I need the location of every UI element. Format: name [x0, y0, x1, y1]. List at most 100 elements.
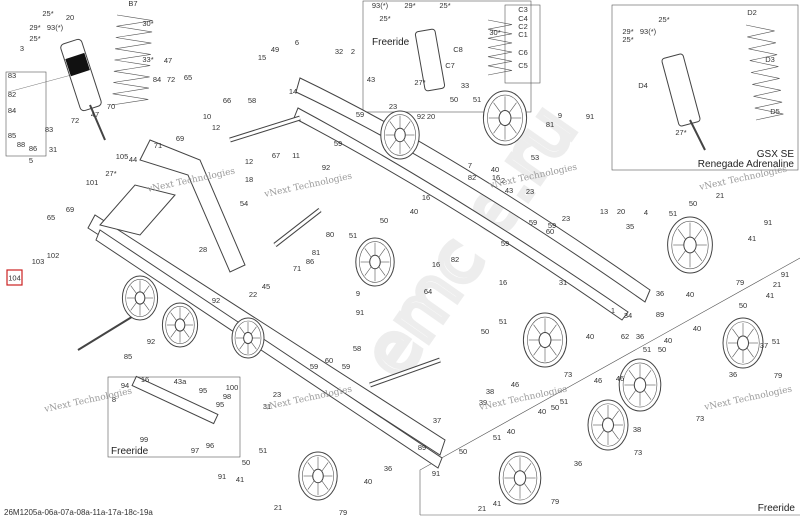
callout-7[interactable]: 7: [468, 161, 472, 170]
callout-c1[interactable]: C1: [518, 30, 528, 39]
callout-16[interactable]: 16: [141, 375, 149, 384]
callout-83[interactable]: 83: [45, 125, 53, 134]
callout-59[interactable]: 59: [342, 362, 350, 371]
callout-95[interactable]: 95: [216, 400, 224, 409]
callout-92[interactable]: 92: [322, 163, 330, 172]
callout-92[interactable]: 92: [417, 112, 425, 121]
callout-40[interactable]: 40: [491, 165, 499, 174]
callout-70[interactable]: 70: [107, 102, 115, 111]
callout-89[interactable]: 89: [418, 443, 426, 452]
callout-36[interactable]: 36: [729, 370, 737, 379]
callout-93[interactable]: 93(*): [640, 27, 657, 36]
callout-20[interactable]: 20: [66, 13, 74, 22]
callout-59[interactable]: 59: [548, 221, 556, 230]
callout-85[interactable]: 85: [8, 131, 16, 140]
callout-21[interactable]: 21: [773, 280, 781, 289]
callout-79[interactable]: 79: [736, 278, 744, 287]
callout-82[interactable]: 82: [468, 173, 476, 182]
callout-8[interactable]: 8: [112, 395, 116, 404]
callout-81[interactable]: 81: [546, 120, 554, 129]
callout-50[interactable]: 50: [689, 199, 697, 208]
callout-80[interactable]: 80: [326, 230, 334, 239]
callout-46[interactable]: 46: [594, 376, 602, 385]
callout-50[interactable]: 50: [551, 403, 559, 412]
callout-c2[interactable]: C2: [518, 22, 528, 31]
callout-23[interactable]: 23: [273, 390, 281, 399]
callout-c8[interactable]: C8: [453, 45, 463, 54]
callout-50[interactable]: 50: [658, 345, 666, 354]
callout-59[interactable]: 59: [310, 362, 318, 371]
callout-39[interactable]: 39: [479, 398, 487, 407]
callout-2[interactable]: 2: [351, 47, 355, 56]
callout-82[interactable]: 82: [8, 90, 16, 99]
callout-c6[interactable]: C6: [518, 48, 528, 57]
callout-21[interactable]: 21: [274, 503, 282, 512]
callout-23[interactable]: 23: [389, 102, 397, 111]
callout-62[interactable]: 62: [621, 332, 629, 341]
callout-51[interactable]: 51: [259, 446, 267, 455]
callout-97[interactable]: 97: [191, 446, 199, 455]
callout-73[interactable]: 73: [634, 448, 642, 457]
callout-50[interactable]: 50: [242, 458, 250, 467]
callout-c4[interactable]: C4: [518, 14, 528, 23]
callout-30[interactable]: 30*: [489, 28, 500, 37]
callout-16[interactable]: 16: [422, 193, 430, 202]
callout-11[interactable]: 11: [292, 151, 300, 160]
callout-82[interactable]: 82: [451, 255, 459, 264]
callout-27[interactable]: 27*: [414, 78, 425, 87]
callout-95[interactable]: 95: [199, 386, 207, 395]
callout-6[interactable]: 6: [295, 38, 299, 47]
callout-31[interactable]: 31: [559, 278, 567, 287]
callout-91[interactable]: 91: [586, 112, 594, 121]
callout-43a[interactable]: 43a: [174, 377, 187, 386]
callout-59[interactable]: 59: [501, 239, 509, 248]
callout-50[interactable]: 50: [459, 447, 467, 456]
callout-15[interactable]: 15: [258, 53, 266, 62]
callout-99[interactable]: 99: [140, 435, 148, 444]
callout-31[interactable]: 31: [49, 145, 57, 154]
callout-31[interactable]: 31: [263, 402, 271, 411]
callout-46[interactable]: 46: [511, 380, 519, 389]
callout-38[interactable]: 38: [486, 387, 494, 396]
callout-45[interactable]: 45: [262, 282, 270, 291]
callout-72[interactable]: 72: [167, 75, 175, 84]
callout-51[interactable]: 51: [669, 209, 677, 218]
callout-59[interactable]: 59: [334, 139, 342, 148]
callout-23[interactable]: 23: [526, 187, 534, 196]
callout-b7[interactable]: B7: [128, 0, 137, 8]
callout-d3[interactable]: D3: [765, 55, 775, 64]
callout-50[interactable]: 50: [481, 327, 489, 336]
callout-25[interactable]: 25*: [379, 14, 390, 23]
callout-41[interactable]: 41: [493, 499, 501, 508]
callout-92[interactable]: 92: [212, 296, 220, 305]
callout-105[interactable]: 105: [116, 152, 129, 161]
callout-43[interactable]: 43: [505, 186, 513, 195]
callout-51[interactable]: 51: [493, 433, 501, 442]
callout-40[interactable]: 40: [507, 427, 515, 436]
callout-40[interactable]: 40: [693, 324, 701, 333]
callout-92[interactable]: 92: [147, 337, 155, 346]
callout-40[interactable]: 40: [364, 477, 372, 486]
callout-9[interactable]: 9: [558, 111, 562, 120]
callout-96[interactable]: 96: [206, 441, 214, 450]
callout-12[interactable]: 12: [245, 157, 253, 166]
callout-32[interactable]: 32: [335, 47, 343, 56]
callout-35[interactable]: 35: [626, 222, 634, 231]
callout-83[interactable]: 83: [8, 71, 16, 80]
callout-51[interactable]: 51: [560, 397, 568, 406]
callout-51[interactable]: 51: [473, 95, 481, 104]
callout-47[interactable]: 47: [164, 56, 172, 65]
callout-50[interactable]: 50: [450, 95, 458, 104]
callout-13[interactable]: 13: [600, 207, 608, 216]
callout-91[interactable]: 91: [218, 472, 226, 481]
callout-10[interactable]: 10: [203, 112, 211, 121]
callout-16[interactable]: 16: [492, 173, 500, 182]
callout-50[interactable]: 50: [380, 216, 388, 225]
callout-c3[interactable]: C3: [518, 5, 528, 14]
callout-85[interactable]: 85: [124, 352, 132, 361]
callout-59[interactable]: 59: [529, 218, 537, 227]
callout-65[interactable]: 65: [47, 213, 55, 222]
callout-27[interactable]: 27*: [675, 128, 686, 137]
callout-1[interactable]: 1: [611, 306, 615, 315]
callout-81[interactable]: 81: [312, 248, 320, 257]
